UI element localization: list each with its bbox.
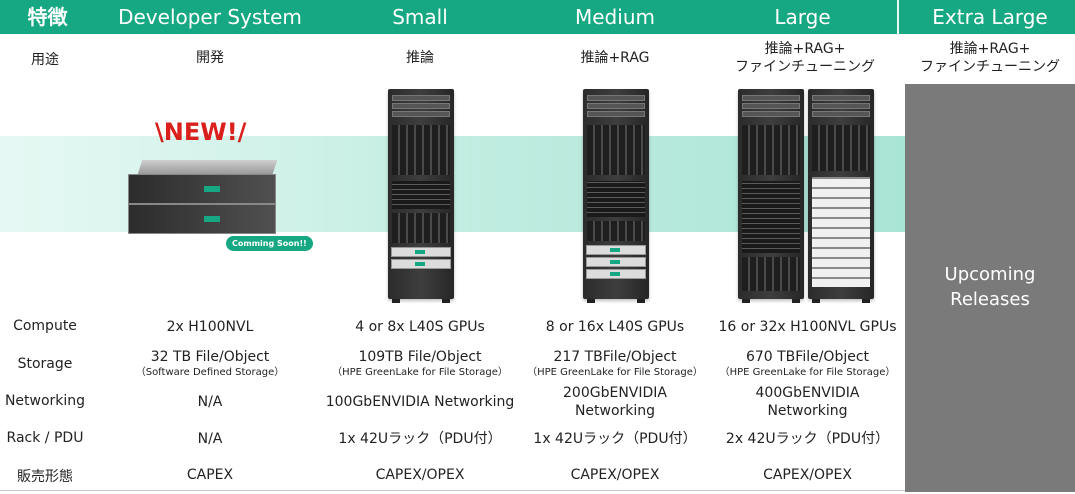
spec-label-rack-pdu: Rack / PDU — [6, 430, 84, 446]
purpose-developer: 開発 — [196, 50, 224, 66]
rack-medium: 1x 42Uラック（PDU付） — [533, 431, 697, 447]
small-rack-image — [388, 89, 454, 303]
sales-small: CAPEX/OPEX — [375, 467, 465, 483]
medium-rack-image — [583, 89, 649, 303]
storage-large: 670 TBFile/Object（HPE GreenLake for File… — [719, 349, 896, 378]
table-bottom-rule — [0, 490, 905, 491]
compute-medium: 8 or 16x L40S GPUs — [545, 319, 685, 335]
header-row: 特徴 Developer System Small Medium Large E… — [0, 0, 1075, 34]
spec-label-storage: Storage — [17, 356, 73, 372]
compute-small: 4 or 8x L40S GPUs — [355, 319, 485, 335]
spec-label-compute: Compute — [13, 318, 77, 334]
rack-small: 1x 42Uラック（PDU付） — [338, 431, 502, 447]
new-badge: \NEW!/ — [155, 118, 247, 146]
storage-medium: 217 TBFile/Object（HPE GreenLake for File… — [527, 349, 703, 378]
header-separator — [897, 0, 899, 34]
developer-server-image — [128, 160, 278, 240]
tier-header-developer: Developer System — [118, 5, 302, 29]
rack-large: 2x 42Uラック（PDU付） — [725, 431, 890, 447]
compute-developer: 2x H100NVL — [166, 319, 254, 335]
tier-header-small: Small — [392, 5, 448, 29]
spec-label-sales-model: 販売形態 — [17, 469, 73, 485]
storage-small: 109TB File/Object（HPE GreenLake for File… — [332, 349, 508, 378]
sales-medium: CAPEX/OPEX — [570, 467, 660, 483]
sales-large: CAPEX/OPEX — [763, 467, 852, 483]
tier-header-medium: Medium — [575, 5, 655, 29]
purpose-medium: 推論+RAG — [580, 50, 650, 66]
purpose-extra-large: 推論+RAG+ファインチューニング — [920, 41, 1060, 75]
purpose-large: 推論+RAG+ファインチューニング — [735, 41, 875, 75]
large-rack-image-2 — [808, 89, 874, 303]
spec-label-networking: Networking — [4, 393, 86, 409]
tier-header-large: Large — [774, 5, 831, 29]
purpose-small: 推論 — [406, 50, 434, 66]
tier-header-extra-large: Extra Large — [932, 5, 1048, 29]
networking-developer: N/A — [197, 394, 223, 410]
extra-large-gray-panel — [905, 84, 1075, 492]
large-rack-image-1 — [738, 89, 804, 303]
purpose-label: 用途 — [31, 52, 59, 68]
networking-small: 100GbENVIDIA Networking — [325, 394, 515, 410]
feature-header: 特徴 — [27, 5, 68, 29]
coming-soon-badge: Comming Soon!! — [226, 236, 313, 251]
sales-developer: CAPEX — [186, 467, 234, 483]
compute-large: 16 or 32x H100NVL GPUs — [718, 319, 897, 335]
rack-developer: N/A — [197, 431, 223, 447]
storage-developer: 32 TB File/Object（Software Defined Stora… — [135, 349, 285, 378]
